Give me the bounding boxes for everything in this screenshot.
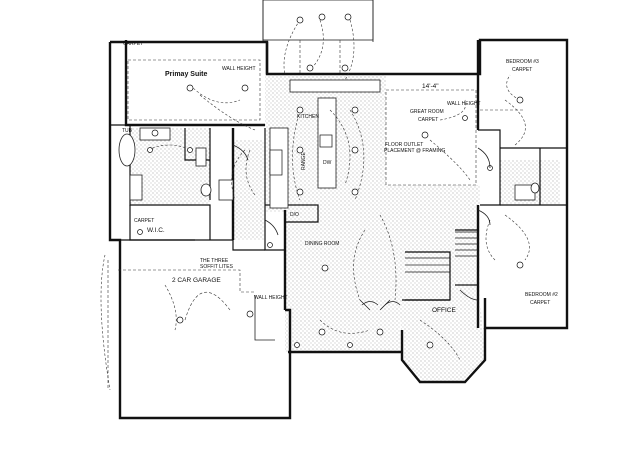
label-floor-outlet-2: PLACEMENT @ FRAMING — [384, 148, 445, 154]
garage-details — [107, 260, 275, 390]
doors — [232, 144, 491, 311]
exterior-walls — [108, 38, 569, 420]
label-great-room-dim: 14'-4" — [422, 83, 439, 90]
label-wall-height-garage: WALL HEIGHT — [254, 295, 288, 301]
stairs — [405, 231, 478, 273]
label-office: OFFICE — [432, 307, 456, 314]
ceiling-lines — [127, 40, 525, 186]
label-bedroom3: BEDROOM #3 — [506, 59, 539, 65]
label-great-room: GREAT ROOM — [410, 109, 444, 115]
lighting-symbols — [137, 13, 524, 349]
label-tub: TUB — [122, 128, 133, 134]
label-do: D/O — [290, 212, 299, 218]
label-kitchen: KITCHEN — [297, 114, 319, 120]
room-labels: Primay Suite WALL HEIGHT KITCHEN GREAT R… — [122, 41, 558, 314]
bath-fixtures — [118, 127, 540, 201]
label-great-room-floor: CARPET — [418, 117, 438, 123]
label-wic-floor: CARPET — [134, 218, 154, 224]
interior-walls — [110, 40, 567, 328]
label-bedroom2-floor: CARPET — [530, 300, 550, 306]
label-primary-suite: Primay Suite — [165, 71, 208, 78]
rear-porch — [262, 0, 374, 42]
kitchen-fixtures — [269, 79, 381, 209]
label-garage: 2 CAR GARAGE — [172, 277, 221, 284]
label-soffit-2: SOFFIT LITES — [200, 264, 234, 270]
label-range: RANGE — [301, 152, 307, 170]
label-floor-outlet: FLOOR OUTLET — [385, 142, 423, 148]
label-bedroom3-floor: CARPET — [512, 67, 532, 73]
wiring — [100, 19, 530, 391]
label-wic: W.I.C. — [147, 227, 165, 234]
label-soffit-1: THE THREE — [200, 258, 229, 264]
label-wall-height-suite: WALL HEIGHT — [222, 66, 256, 72]
label-dining-room: DINING ROOM — [305, 241, 339, 247]
label-closet-floor: CARPET — [123, 41, 143, 47]
label-bedroom2: BEDROOM #2 — [525, 292, 558, 298]
label-wall-height-great: WALL HEIGHT — [447, 101, 481, 107]
label-dw: DW — [323, 160, 332, 166]
